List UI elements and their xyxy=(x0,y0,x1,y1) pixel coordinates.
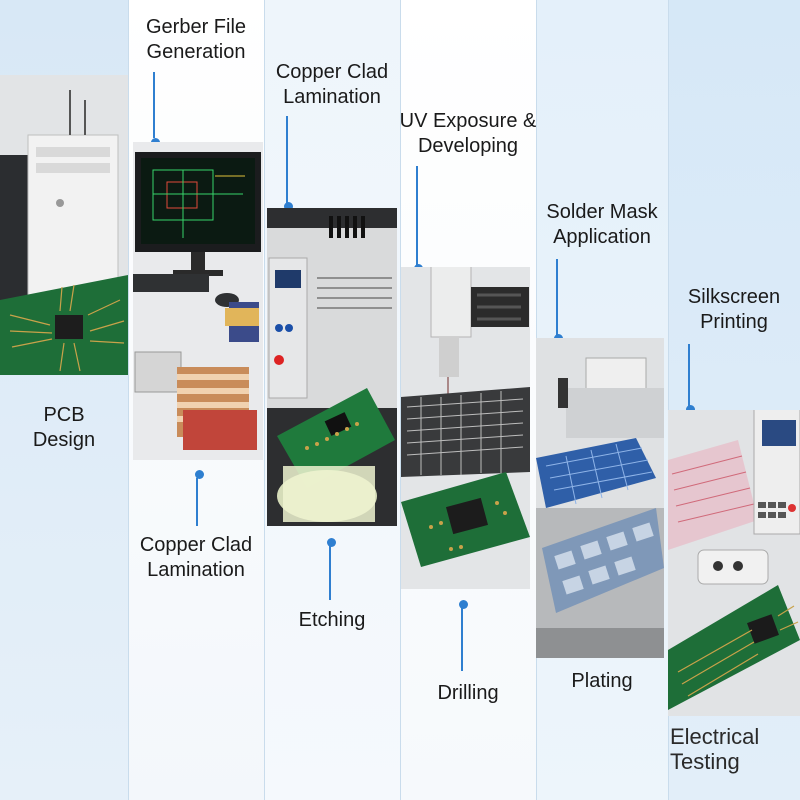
step-label-gerber: Gerber File Generation xyxy=(145,16,247,63)
step-label-plating: Plating xyxy=(571,670,633,692)
connector-dot xyxy=(458,600,468,609)
gerber-photo xyxy=(133,142,263,460)
connector-line xyxy=(329,545,331,600)
step-label-copper-clad-2: Copper Clad Lamination xyxy=(139,534,253,581)
connector-line xyxy=(196,478,198,526)
lamination-etching-photo xyxy=(267,208,397,526)
step-label-pcb-design: PCB Design xyxy=(32,404,96,451)
connector-line xyxy=(416,166,418,266)
step-label-uv-exposure: UV Exposure & Developing xyxy=(399,110,537,157)
connector-dot xyxy=(194,470,204,479)
step-label-solder-mask: Solder Mask Application xyxy=(546,201,658,248)
connector-line xyxy=(688,344,690,408)
uv-drilling-photo xyxy=(401,267,530,589)
silkscreen-testing-photo xyxy=(668,410,800,716)
step-label-electrical-testing: Electrical Testing xyxy=(670,724,760,774)
connector-line xyxy=(286,116,288,206)
connector-line xyxy=(153,72,155,138)
connector-line xyxy=(556,259,558,336)
connector-dot xyxy=(326,538,336,547)
step-label-silkscreen: Silkscreen Printing xyxy=(687,286,781,333)
pcb-design-photo xyxy=(0,75,128,375)
connector-line xyxy=(461,607,463,671)
step-label-drilling: Drilling xyxy=(437,682,499,704)
step-label-copper-clad-1: Copper Clad Lamination xyxy=(275,61,389,108)
step-label-etching: Etching xyxy=(298,609,366,631)
connector-dot xyxy=(685,405,695,414)
solder-plating-photo xyxy=(536,338,664,658)
connector-dot xyxy=(283,202,293,211)
